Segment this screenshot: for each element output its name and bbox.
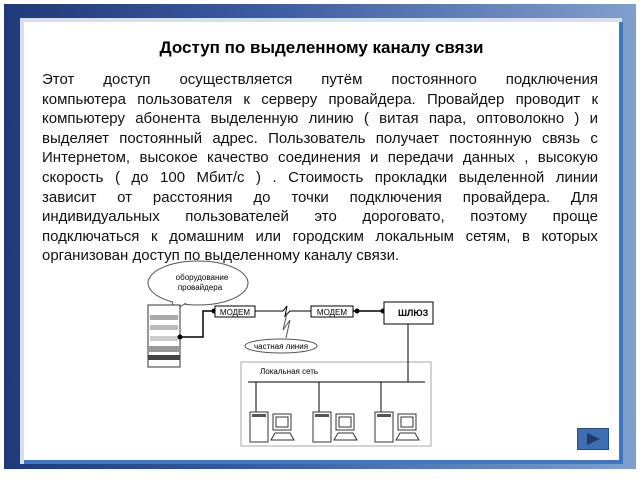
provider-bubble: оборудование провайдера — [147, 260, 249, 311]
modem-label-1: МОДЕМ — [220, 308, 250, 317]
modem-label-2: МОДЕМ — [317, 308, 347, 317]
lan-box — [240, 361, 432, 447]
connector-dot — [177, 334, 183, 340]
next-slide-button[interactable] — [577, 428, 609, 450]
lan-label: Локальная сеть — [260, 367, 318, 376]
play-triangle-icon — [587, 433, 600, 445]
server-rack-icon — [147, 304, 181, 368]
workstation-icon — [312, 382, 358, 443]
private-line-label: частная линия — [254, 342, 308, 351]
slide-title: Доступ по выделенному каналу связи — [159, 38, 484, 57]
bubble-label-2: провайдера — [178, 283, 223, 292]
gateway-label: ШЛЮЗ — [398, 308, 429, 318]
private-line-bubble — [244, 338, 318, 354]
paragraph-line: организован доступ по выделенному каналу… — [42, 247, 400, 265]
workstation-icon — [249, 382, 295, 443]
bubble-label-1: оборудование — [176, 273, 229, 282]
workstation-icon — [374, 382, 420, 443]
